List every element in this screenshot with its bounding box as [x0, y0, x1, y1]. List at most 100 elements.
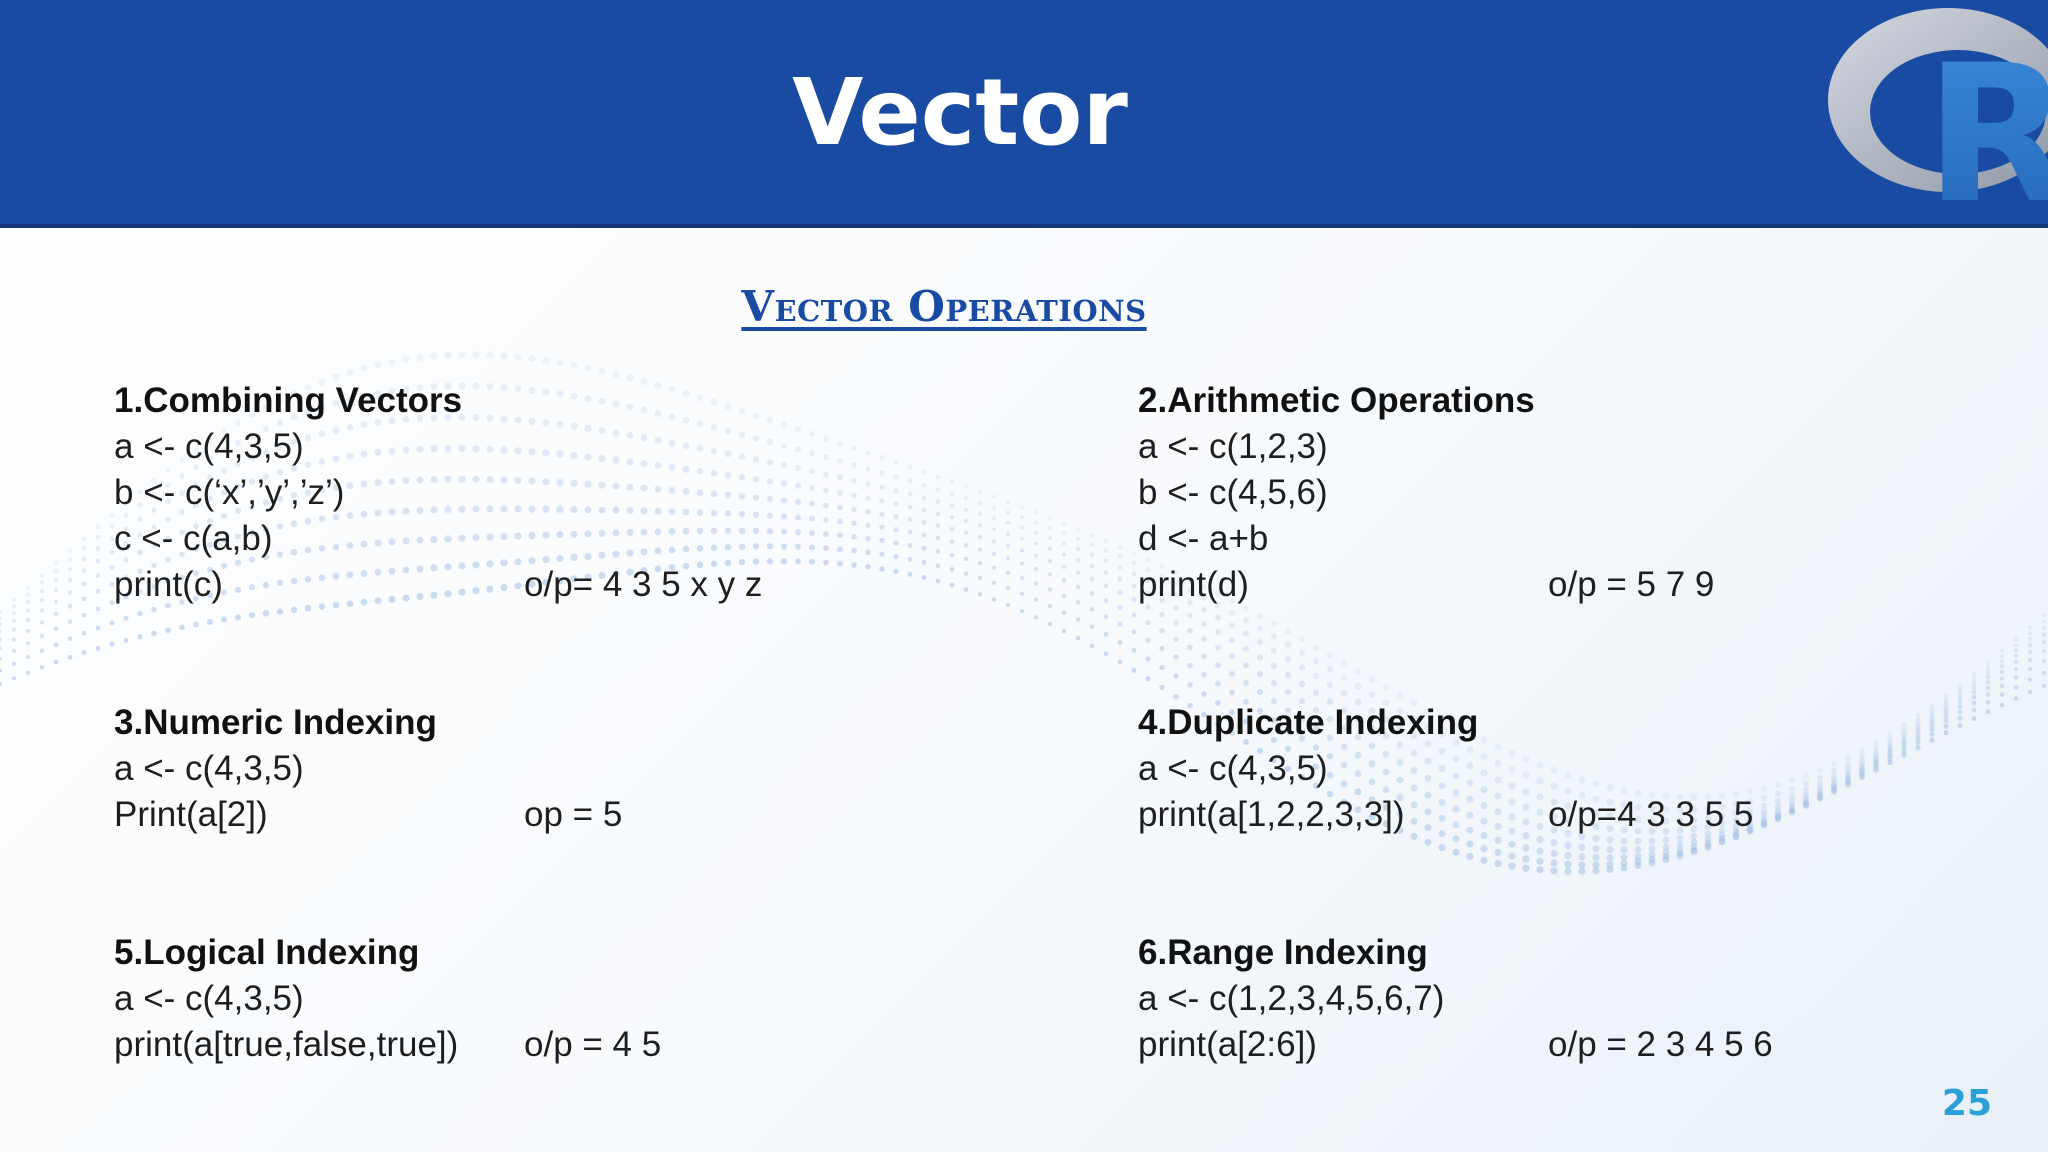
- wave-dot: [893, 514, 899, 520]
- wave-dot: [1452, 848, 1460, 856]
- wave-dot: [907, 529, 913, 535]
- wave-dot: [963, 484, 969, 490]
- wave-dot: [626, 431, 634, 439]
- wave-dot: [949, 479, 955, 485]
- wave-dot: [1929, 715, 1935, 722]
- wave-dot: [1005, 586, 1011, 591]
- wave-dot: [1662, 817, 1670, 825]
- wave-dot: [1859, 758, 1865, 764]
- wave-dot: [1298, 774, 1306, 781]
- wave-dot: [151, 606, 157, 613]
- wave-dot: [290, 548, 298, 556]
- wave-dot: [766, 543, 774, 550]
- wave-dot: [809, 558, 815, 565]
- wave-dot: [137, 516, 143, 522]
- wave-dot: [304, 604, 312, 612]
- wave-dot: [1215, 700, 1221, 707]
- wave-dot: [514, 416, 522, 424]
- wave-dot: [963, 543, 969, 548]
- wave-dot: [1929, 703, 1935, 709]
- wave-dot: [1020, 525, 1024, 530]
- wave-dot: [1985, 700, 1991, 705]
- wave-dot: [1718, 803, 1726, 810]
- wave-dot: [1985, 674, 1991, 680]
- wave-dot: [53, 587, 59, 593]
- wave-dot: [1312, 763, 1320, 770]
- wave-dot: [346, 600, 354, 608]
- wave-dot: [1508, 766, 1516, 774]
- wave-dot: [949, 491, 955, 497]
- wave-dot: [1354, 668, 1362, 675]
- wave-dot: [626, 458, 634, 466]
- wave-dot: [1943, 713, 1949, 719]
- wave-dot: [1396, 826, 1404, 834]
- wave-dot: [430, 445, 438, 453]
- wave-dot: [1340, 743, 1348, 750]
- wave-dot: [1438, 830, 1446, 837]
- code-line: a <- c(4,3,5): [1138, 746, 1478, 792]
- wave-dot: [39, 588, 45, 594]
- wave-dot: [528, 386, 536, 394]
- wave-dot: [0, 637, 2, 642]
- wave-dot: [165, 579, 171, 585]
- wave-dot: [39, 665, 45, 670]
- wave-dot: [780, 480, 788, 487]
- wave-dot: [1466, 779, 1474, 787]
- wave-dot: [151, 630, 157, 636]
- wave-dot: [1606, 798, 1614, 806]
- wave-dot: [1312, 673, 1320, 680]
- wave-dot: [1229, 609, 1235, 616]
- wave-dot: [276, 523, 284, 530]
- wave-dot: [1396, 776, 1404, 784]
- wave-dot: [1466, 852, 1474, 861]
- wave-dot: [444, 505, 452, 514]
- wave-dot: [1746, 798, 1754, 805]
- wave-dot: [1424, 791, 1432, 799]
- wave-dot: [1760, 785, 1768, 792]
- wave-dot: [724, 543, 732, 551]
- wave-dot: [1508, 840, 1516, 848]
- wave-dot: [1592, 854, 1600, 862]
- wave-dot: [949, 539, 955, 545]
- wave-dot: [640, 434, 648, 442]
- wave-dot: [1187, 628, 1193, 634]
- wave-dot: [1508, 813, 1516, 821]
- wave-dot: [1943, 705, 1949, 711]
- wave-dot: [179, 551, 185, 557]
- wave-dot: [1676, 852, 1684, 860]
- wave-dot: [963, 571, 969, 576]
- wave-dot: [11, 627, 17, 632]
- section-heading: 1.Combining Vectors: [114, 381, 463, 420]
- wave-dot: [1173, 592, 1179, 598]
- wave-dot: [1438, 844, 1446, 851]
- wave-dot: [1424, 774, 1432, 782]
- wave-dot: [1887, 731, 1893, 737]
- wave-dot: [221, 589, 227, 596]
- wave-dot: [1859, 774, 1865, 780]
- wave-dot: [528, 580, 536, 588]
- wave-dot: [640, 484, 648, 492]
- wave-dot: [1005, 570, 1011, 575]
- wave-dot: [2042, 640, 2046, 645]
- code-line: print(a[2:6])o/p = 2 3 4 5 6: [1138, 1022, 1773, 1068]
- wave-dot: [1522, 864, 1530, 872]
- wave-dot: [430, 383, 438, 391]
- wave-dot: [837, 504, 843, 511]
- wave-dot: [234, 507, 242, 514]
- wave-dot: [151, 542, 157, 548]
- wave-dot: [276, 551, 284, 558]
- wave-dot: [542, 388, 550, 396]
- wave-dot: [1536, 808, 1544, 816]
- wave-dot: [430, 475, 438, 484]
- wave-dot: [1340, 798, 1348, 806]
- wave-dot: [1802, 786, 1810, 793]
- wave-dot: [1788, 777, 1796, 784]
- wave-dot: [1732, 827, 1740, 834]
- wave-dot: [1957, 704, 1963, 710]
- wave-dot: [109, 536, 115, 541]
- wave-dot: [528, 448, 536, 456]
- wave-dot: [1971, 671, 1977, 677]
- wave-dot: [1578, 853, 1586, 861]
- wave-dot: [1312, 707, 1320, 714]
- wave-dot: [780, 543, 788, 550]
